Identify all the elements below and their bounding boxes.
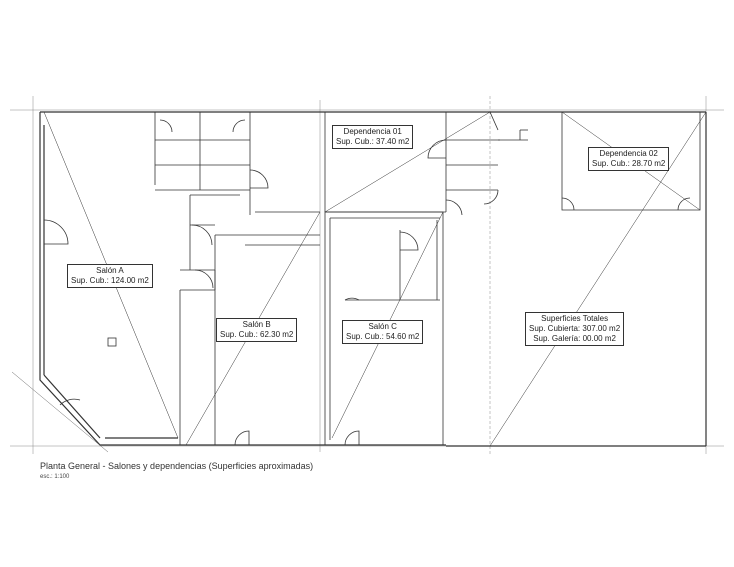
salon-c-area: Sup. Cub.: 54.60 m2 <box>346 332 420 341</box>
dependencia-01-label: Dependencia 01 Sup. Cub.: 37.40 m2 <box>332 125 414 149</box>
totals-title: Superficies Totales <box>541 314 609 323</box>
dependencia-01-walls <box>324 111 528 216</box>
service-rooms <box>154 112 269 289</box>
dependencia-02-label: Dependencia 02 Sup. Cub.: 28.70 m2 <box>588 147 670 171</box>
salon-c-label: Salón C Sup. Cub.: 54.60 m2 <box>342 320 424 344</box>
salon-a-area: Sup. Cub.: 124.00 m2 <box>71 276 149 285</box>
salon-b-area: Sup. Cub.: 62.30 m2 <box>220 330 294 339</box>
plan-scale: esc.: 1:100 <box>40 474 70 480</box>
totals-label: Superficies Totales Sup. Cubierta: 307.0… <box>525 312 625 346</box>
salon-b-label: Salón B Sup. Cub.: 62.30 m2 <box>216 318 298 342</box>
dependencia-02-area: Sup. Cub.: 28.70 m2 <box>592 159 666 168</box>
salon-a-name: Salón A <box>96 266 124 275</box>
totals-cubierta: Sup. Cubierta: 307.00 m2 <box>529 324 621 333</box>
plan-caption: Planta General - Salones y dependencias … <box>40 461 314 471</box>
dependencia-02-name: Dependencia 02 <box>599 149 658 158</box>
dependencia-01-area: Sup. Cub.: 37.40 m2 <box>336 137 410 146</box>
salon-a-label: Salón A Sup. Cub.: 124.00 m2 <box>67 264 153 288</box>
totals-diagonal <box>489 111 707 447</box>
salon-b-name: Salón B <box>242 320 271 329</box>
salon-c-name: Salón C <box>368 322 397 331</box>
dependencia-01-name: Dependencia 01 <box>343 127 402 136</box>
outer-walls <box>39 111 707 447</box>
totals-galeria: Sup. Galería: 00.00 m2 <box>533 334 616 343</box>
